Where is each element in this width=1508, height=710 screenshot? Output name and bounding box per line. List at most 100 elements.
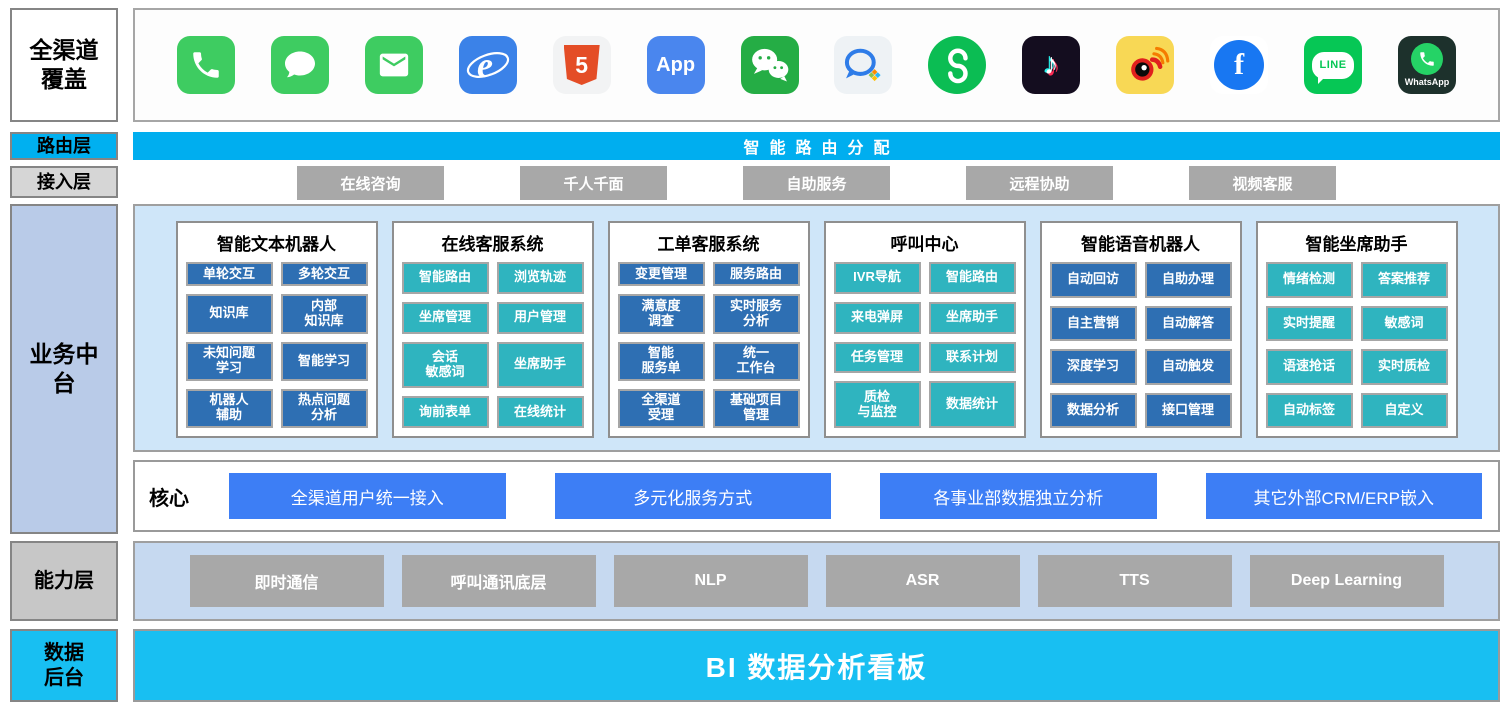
module-item: 未知问题 学习 <box>185 341 273 381</box>
module-title: 工单客服系统 <box>657 235 760 254</box>
module-item: 浏览轨迹 <box>496 262 584 294</box>
module-grid: 变更管理 服务路由 满意度 调查 实时服务 分析 智能 服务单 统一 工作台 全… <box>617 262 800 428</box>
module-item: 单轮交互 <box>185 262 273 287</box>
module-item: 知识库 <box>185 294 273 334</box>
core-btn-crm-erp-embed: 其它外部CRM/ERP嵌入 <box>1205 473 1482 519</box>
facebook-icon: f <box>1210 36 1269 94</box>
module-item: 在线统计 <box>496 396 584 428</box>
capability-btn-tts: TTS <box>1037 555 1232 607</box>
line-label: LINE <box>1319 59 1347 71</box>
line-icon: LINE <box>1304 36 1363 94</box>
core-label: 核心 <box>149 487 189 510</box>
module-item: 坐席管理 <box>401 301 489 334</box>
module-item: 机器人 辅助 <box>185 388 273 428</box>
module-item: 敏感词 <box>1360 305 1448 341</box>
module-item: 多轮交互 <box>280 262 368 287</box>
douyin-note-glyph: ♪ <box>1043 48 1059 81</box>
module-item: 自动标签 <box>1265 392 1353 428</box>
layer-label-routing: 路由层 <box>10 132 118 160</box>
module-item: 坐席助手 <box>496 341 584 389</box>
access-btn-online-consult: 在线咨询 <box>297 166 444 200</box>
weibo-icon <box>1116 36 1175 94</box>
capability-btn-call-infra: 呼叫通讯底层 <box>401 555 596 607</box>
module-item: 情绪检测 <box>1265 262 1353 298</box>
svg-text:e: e <box>477 45 493 85</box>
module-item: 数据分析 <box>1049 392 1137 428</box>
module-grid: 单轮交互 多轮交互 知识库 内部 知识库 未知问题 学习 智能学习 机器人 辅助… <box>185 262 368 428</box>
capability-btn-im: 即时通信 <box>189 555 384 607</box>
layer-label-access: 接入层 <box>10 166 118 198</box>
module-item: 自助办理 <box>1144 262 1232 298</box>
business-modules-panel: 智能文本机器人 单轮交互 多轮交互 知识库 内部 知识库 未知问题 学习 智能学… <box>133 204 1500 452</box>
module-item: 自定义 <box>1360 392 1448 428</box>
capability-btn-nlp: NLP <box>613 555 808 607</box>
module-grid: 情绪检测 答案推荐 实时提醒 敏感词 语速抢话 实时质检 自动标签 自定义 <box>1265 262 1448 428</box>
module-item: 智能路由 <box>928 262 1016 294</box>
module-item: 变更管理 <box>617 262 705 287</box>
core-btn-unified-access: 全渠道用户统一接入 <box>229 473 506 519</box>
module-item: 统一 工作台 <box>712 341 800 381</box>
whatsapp-icon: WhatsApp <box>1397 36 1456 94</box>
html5-number: 5 <box>575 51 589 78</box>
module-title: 智能坐席助手 <box>1305 235 1408 254</box>
core-features-row: 核心 全渠道用户统一接入 多元化服务方式 各事业部数据独立分析 其它外部CRM/… <box>133 460 1500 532</box>
whatsapp-label: WhatsApp <box>1404 77 1450 87</box>
module-grid: IVR导航 智能路由 来电弹屏 坐席助手 任务管理 联系计划 质检 与监控 数据… <box>833 262 1016 428</box>
douyin-icon: ♪ <box>1022 36 1081 94</box>
module-item: 质检 与监控 <box>833 381 921 428</box>
module-item: 服务路由 <box>712 262 800 287</box>
bi-dashboard-bar: BI 数据分析看板 <box>133 629 1500 702</box>
core-buttons: 全渠道用户统一接入 多元化服务方式 各事业部数据独立分析 其它外部CRM/ERP… <box>229 473 1482 519</box>
module-card-voice-robot: 智能语音机器人 自动回访 自助办理 自主营销 自动解答 深度学习 自动触发 数据… <box>1039 221 1242 438</box>
module-item: 深度学习 <box>1049 349 1137 385</box>
module-item: 实时提醒 <box>1265 305 1353 341</box>
module-item: 智能 服务单 <box>617 341 705 381</box>
access-services-row: 在线咨询 千人千面 自助服务 远程协助 视频客服 <box>133 164 1500 202</box>
wecom-icon <box>834 36 893 94</box>
layer-label-capability: 能力层 <box>10 541 118 621</box>
app-icon-label: App <box>656 53 696 76</box>
core-btn-independent-analysis: 各事业部数据独立分析 <box>880 473 1157 519</box>
access-btn-personalization: 千人千面 <box>520 166 667 200</box>
html5-icon: 5 <box>552 36 611 94</box>
module-item: 询前表单 <box>401 396 489 428</box>
channel-strip: e 5 App <box>133 8 1500 122</box>
phone-icon <box>177 36 235 94</box>
access-btn-self-service: 自助服务 <box>743 166 890 200</box>
module-item: 基础项目 管理 <box>712 388 800 428</box>
layer-label-data-backend: 数据 后台 <box>10 629 118 702</box>
capability-layer-row: 即时通信 呼叫通讯底层 NLP ASR TTS Deep Learning <box>133 541 1500 621</box>
module-title: 智能文本机器人 <box>217 235 336 254</box>
module-item: 任务管理 <box>833 341 921 374</box>
module-item: 全渠道 受理 <box>617 388 705 428</box>
module-item: 智能路由 <box>401 262 489 294</box>
module-card-online-service: 在线客服系统 智能路由 浏览轨迹 坐席管理 用户管理 会话 敏感词 坐席助手 询… <box>391 221 594 438</box>
module-card-ticket-system: 工单客服系统 变更管理 服务路由 满意度 调查 实时服务 分析 智能 服务单 统… <box>607 221 810 438</box>
module-title: 智能语音机器人 <box>1081 235 1200 254</box>
module-item: 自动触发 <box>1144 349 1232 385</box>
module-item: 接口管理 <box>1144 392 1232 428</box>
module-title: 在线客服系统 <box>441 235 544 254</box>
wechat-icon <box>740 36 799 94</box>
module-item: 热点问题 分析 <box>280 388 368 428</box>
module-item: 实时服务 分析 <box>712 294 800 334</box>
mini-program-icon <box>928 36 987 94</box>
layer-label-business-platform: 业务中 台 <box>10 204 118 534</box>
ie-browser-icon: e <box>458 36 517 94</box>
core-btn-diverse-service: 多元化服务方式 <box>554 473 831 519</box>
capability-btn-asr: ASR <box>825 555 1020 607</box>
module-item: 数据统计 <box>928 381 1016 428</box>
module-item: 答案推荐 <box>1360 262 1448 298</box>
access-btn-remote-assist: 远程协助 <box>966 166 1113 200</box>
module-item: 自主营销 <box>1049 305 1137 341</box>
module-item: 联系计划 <box>928 341 1016 374</box>
layer-label-omni-channel: 全渠道 覆盖 <box>10 8 118 122</box>
module-item: 语速抢话 <box>1265 349 1353 385</box>
module-grid: 智能路由 浏览轨迹 坐席管理 用户管理 会话 敏感词 坐席助手 询前表单 在线统… <box>401 262 584 428</box>
module-item: 满意度 调查 <box>617 294 705 334</box>
module-item: 自动回访 <box>1049 262 1137 298</box>
access-btn-video-service: 视频客服 <box>1189 166 1336 200</box>
capability-btn-deep-learning: Deep Learning <box>1249 555 1444 607</box>
module-card-agent-assistant: 智能坐席助手 情绪检测 答案推荐 实时提醒 敏感词 语速抢话 实时质检 自动标签… <box>1255 221 1458 438</box>
module-item: 智能学习 <box>280 341 368 381</box>
